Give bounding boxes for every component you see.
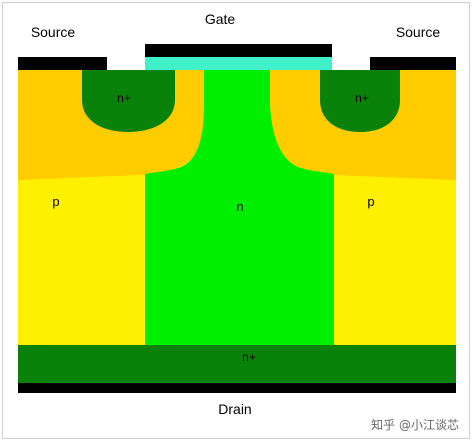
drain-label: Drain bbox=[218, 401, 251, 417]
gate-label: Gate bbox=[205, 11, 236, 27]
source-metal-left bbox=[18, 57, 107, 70]
gate-metal bbox=[145, 44, 332, 57]
gate-oxide bbox=[145, 57, 332, 70]
source-label-left: Source bbox=[31, 24, 76, 40]
n-plus-source-left bbox=[82, 70, 175, 132]
p-label-left: p bbox=[52, 194, 59, 209]
source-label-right: Source bbox=[396, 24, 441, 40]
n-plus-substrate bbox=[18, 345, 456, 383]
watermark-text: 知乎 @小江谈芯 bbox=[371, 418, 459, 432]
drain-metal bbox=[18, 383, 456, 393]
n-drift-region bbox=[145, 70, 334, 345]
n-plus-label-bottom: n+ bbox=[242, 350, 256, 364]
p-label-right: p bbox=[367, 194, 374, 209]
diagram-frame bbox=[2, 2, 470, 439]
n-label-center: n bbox=[236, 199, 243, 214]
n-plus-label-right: n+ bbox=[355, 91, 369, 105]
n-plus-label-left: n+ bbox=[117, 91, 131, 105]
n-plus-source-right bbox=[320, 70, 400, 132]
source-metal-right bbox=[370, 57, 456, 70]
